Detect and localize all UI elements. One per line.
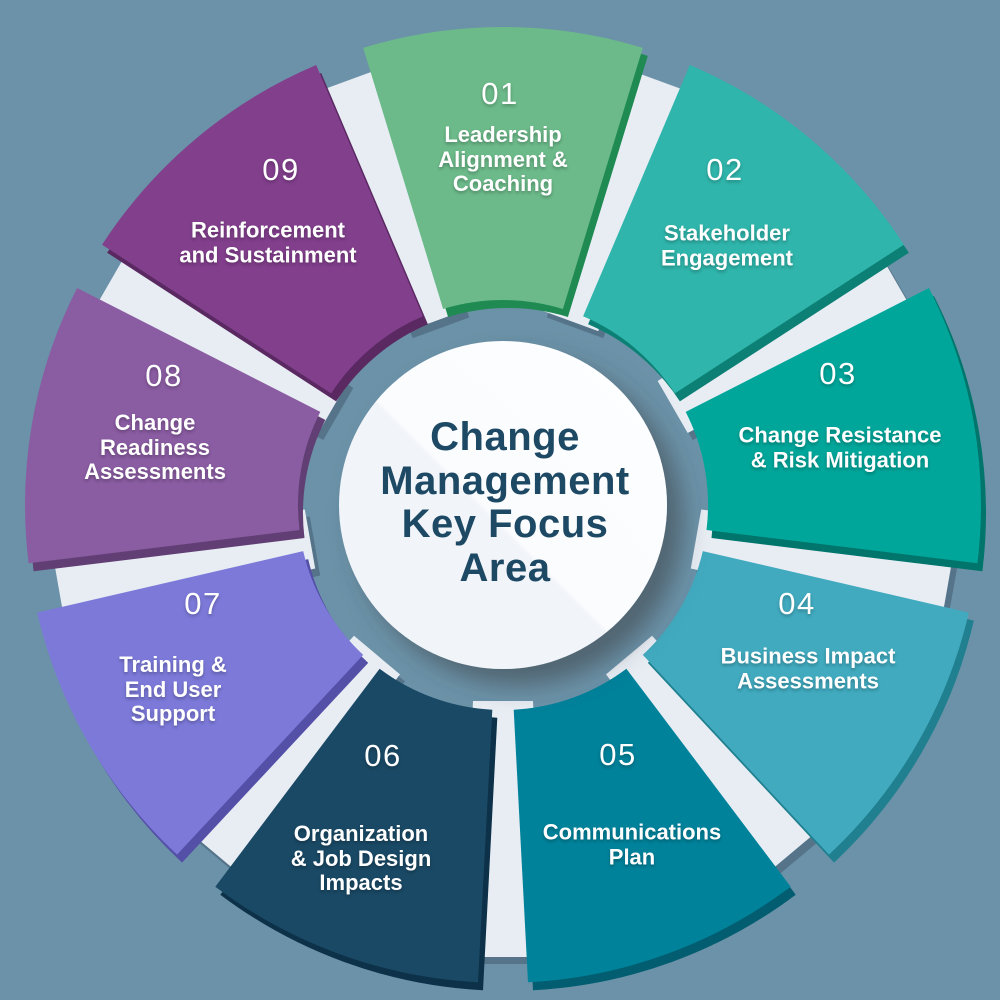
center-circle: [339, 341, 667, 669]
